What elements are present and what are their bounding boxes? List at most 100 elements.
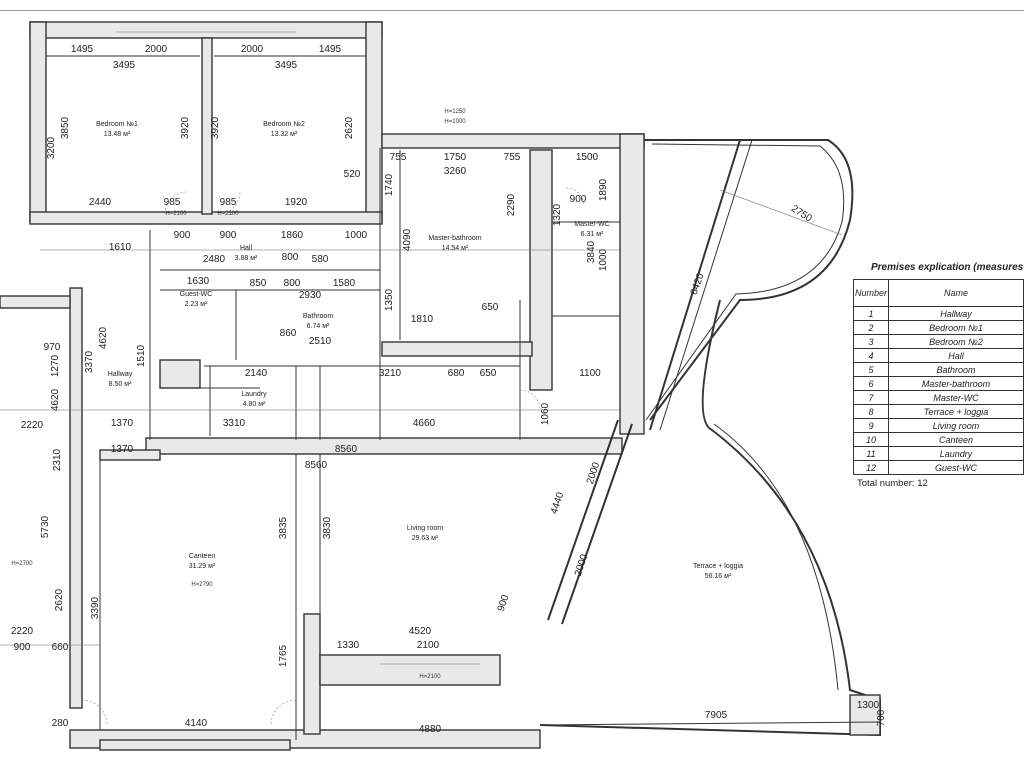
dimension-label: 3835 (278, 516, 289, 539)
dimension-label: 1270 (50, 354, 61, 377)
legend-row-number: 4 (853, 348, 889, 363)
dim-top-3: 2000 (241, 44, 264, 55)
dimension-label: 580 (312, 254, 329, 265)
dimension-label: 8560 (305, 460, 328, 471)
room-name-hall: Hall (240, 245, 253, 252)
room-area-bathroom: 6.74 м² (307, 323, 330, 330)
dimension-label: 4620 (98, 326, 109, 349)
room-name-master-bathroom: Master-bathroom (428, 235, 481, 242)
height-marks: H=2790 H=2100 H=2100 H=1250 H=1000 H=270… (11, 109, 466, 680)
sheet-border-line (0, 10, 1024, 11)
dimension-label: 1000 (598, 248, 609, 271)
dimension-label: 985 (220, 197, 237, 208)
dimension-label: 660 (52, 642, 69, 653)
dimension-label: 280 (52, 718, 69, 729)
dimension-labels: 1495 2000 2000 1495 3495 3495 3200 3850 … (46, 44, 599, 163)
dimension-label: 3840 (586, 240, 597, 263)
legend-row-name: Hallway (888, 306, 1024, 321)
legend-header-row: Number Name (853, 279, 1024, 307)
dimension-label: 1920 (285, 197, 308, 208)
height-mark-left: H=2700 (11, 561, 33, 567)
dimension-label: 4440 (549, 491, 566, 516)
room-area-guest-wc: 2.23 м² (185, 301, 208, 308)
legend-row-number: 12 (853, 460, 889, 475)
dimension-label: 970 (44, 342, 61, 353)
dimension-label: 1765 (278, 644, 289, 667)
legend-row-name: Bathroom (888, 362, 1024, 377)
dimension-label: 1320 (552, 203, 563, 226)
dimension-label: 900 (174, 230, 191, 241)
height-mark-opening: H=2100 (419, 674, 441, 680)
room-area-hall: 3.88 м² (235, 255, 258, 262)
legend-row-name: Bedroom №2 (888, 334, 1024, 349)
room-name-bathroom: Bathroom (303, 313, 334, 320)
height-mark-window: H=1250 (444, 109, 466, 115)
dimension-label: 2290 (506, 193, 517, 216)
room-name-living-room: Living room (407, 525, 443, 532)
dim-bedroom-height-3: 3920 (180, 116, 191, 139)
dimension-label: 4140 (185, 718, 208, 729)
dimension-label: 700 (876, 709, 887, 726)
dimension-label: 2930 (299, 290, 322, 301)
dimension-label: 1060 (540, 402, 551, 425)
dimension-label: 5730 (40, 515, 51, 538)
room-name-guest-wc: Guest-WC (180, 291, 213, 298)
legend-row-name: Terrace + loggia (888, 404, 1024, 419)
legend-header-number: Number (853, 279, 889, 307)
dimension-label: 650 (480, 368, 497, 379)
room-name-laundry: Laundry (241, 391, 267, 398)
height-mark-door-2: H=2100 (217, 211, 239, 217)
legend-row-number: 7 (853, 390, 889, 405)
door-swings (81, 187, 585, 726)
dimension-label: 900 (496, 593, 512, 613)
terrace-outline (539, 139, 881, 737)
dimension-label: 1300 (857, 700, 880, 711)
room-name-bedroom-1: Bedroom №1 (96, 121, 138, 128)
legend-header-name: Name (888, 279, 1024, 307)
height-mark-sill: H=1000 (444, 119, 466, 125)
dimension-label: 2140 (245, 368, 268, 379)
legend-row-name: Master-WC (888, 390, 1024, 405)
dimension-label: 8560 (335, 444, 358, 455)
dimension-label: 1890 (598, 178, 609, 201)
dimension-label: 3390 (90, 596, 101, 619)
dimension-label: 3260 (444, 166, 467, 177)
dimension-label: 800 (284, 278, 301, 289)
room-area-master-wc: 6.31 м² (581, 231, 604, 238)
legend-row-number: 8 (853, 404, 889, 419)
dimension-label: 520 (344, 169, 361, 180)
dimension-label: 850 (250, 278, 267, 289)
dimension-label: 4520 (409, 626, 432, 637)
dimension-label: 1100 (579, 368, 601, 379)
room-area-bedroom-2: 13.32 м² (271, 131, 298, 138)
dimension-label: 1330 (337, 640, 360, 651)
room-area-laundry: 4.80 м² (243, 401, 266, 408)
dimension-label: 2510 (309, 336, 332, 347)
dimension-label: 4620 (50, 388, 61, 411)
legend-total: Total number: 12 (857, 478, 928, 489)
height-mark-canteen: H=2790 (191, 582, 213, 588)
dimension-label: 2100 (417, 640, 440, 651)
legend-row-name: Hall (888, 348, 1024, 363)
room-area-living-room: 29.63 м² (412, 535, 439, 542)
dim-mb-top-2: 1750 (444, 152, 467, 163)
dimension-label: 2310 (52, 448, 63, 471)
legend-row-number: 10 (853, 432, 889, 447)
dimension-label: 1810 (411, 314, 434, 325)
dimension-label: 1630 (187, 276, 210, 287)
legend-row-name: Master-bathroom (888, 376, 1024, 391)
dimension-label: 1740 (384, 173, 395, 196)
room-name-bedroom-2: Bedroom №2 (263, 121, 305, 128)
dimension-label: 4880 (419, 724, 442, 735)
dim-bedroom-2-width: 3495 (275, 60, 298, 71)
dimension-label: 1610 (109, 242, 132, 253)
dimension-label: 2620 (54, 588, 65, 611)
dimension-label: 4660 (413, 418, 436, 429)
premises-explication-table: Premises explication (measures Number Na… (853, 262, 1024, 489)
